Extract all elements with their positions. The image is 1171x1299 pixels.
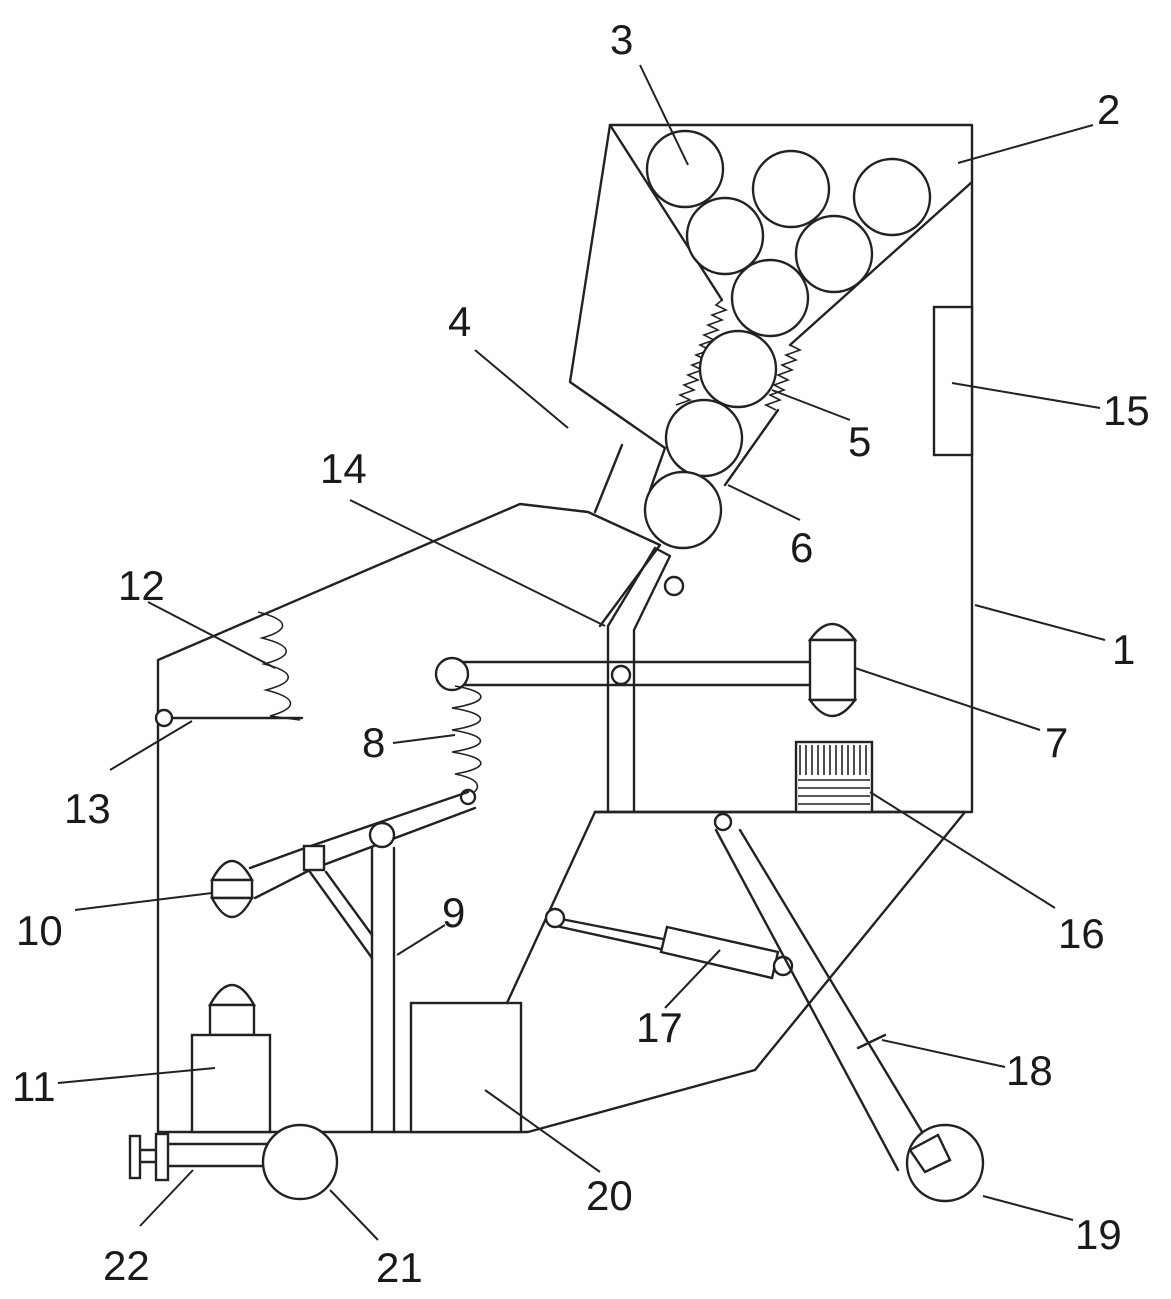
- label-6: 6: [790, 524, 813, 571]
- support-column: [308, 846, 396, 1134]
- label-1: 1: [1112, 626, 1135, 673]
- label-20: 20: [586, 1172, 633, 1219]
- chute-balls: [643, 329, 778, 550]
- label-2: 2: [1097, 86, 1120, 133]
- label-13: 13: [64, 785, 111, 832]
- label-4: 4: [448, 298, 471, 345]
- label-15: 15: [1103, 387, 1150, 434]
- label-5: 5: [848, 418, 871, 465]
- feed-plate: [568, 123, 667, 514]
- label-14: 14: [320, 445, 367, 492]
- trigger-10: [210, 860, 254, 918]
- label-21: 21: [376, 1244, 423, 1291]
- label-10: 10: [16, 907, 63, 954]
- block-16: [794, 740, 874, 814]
- label-16: 16: [1058, 910, 1105, 957]
- label-17: 17: [636, 1004, 683, 1051]
- spring-8: [451, 685, 482, 797]
- label-8: 8: [362, 719, 385, 766]
- cylinder-17: [544, 907, 794, 980]
- motor-11: [190, 984, 272, 1134]
- label-18: 18: [1006, 1047, 1053, 1094]
- wheel-21: [261, 1123, 339, 1201]
- hammer-weight: [807, 622, 858, 718]
- balls: [645, 129, 932, 338]
- label-11: 11: [12, 1063, 56, 1110]
- lower-funnel: [505, 810, 967, 1134]
- label-7: 7: [1045, 719, 1068, 766]
- axle-22: [128, 1132, 277, 1182]
- leg-18: [713, 812, 938, 1172]
- box-20: [409, 1001, 523, 1134]
- label-19: 19: [1075, 1211, 1122, 1258]
- leader-lines: [57, 64, 1106, 1241]
- label-12: 12: [118, 562, 165, 609]
- lever-13: [154, 708, 304, 728]
- hopper: [608, 123, 974, 347]
- spring-12: [257, 611, 301, 721]
- horizontal-bar: [434, 656, 812, 692]
- lever-arm: [248, 790, 477, 900]
- panel-15: [932, 305, 974, 457]
- label-22: 22: [103, 1242, 150, 1289]
- swing-post: [606, 546, 685, 814]
- label-3: 3: [610, 16, 633, 63]
- labels: 1 2 3 4 5 6 7 8 9 10 11 12 13 14 15 16 1…: [12, 16, 1150, 1291]
- label-9: 9: [442, 889, 465, 936]
